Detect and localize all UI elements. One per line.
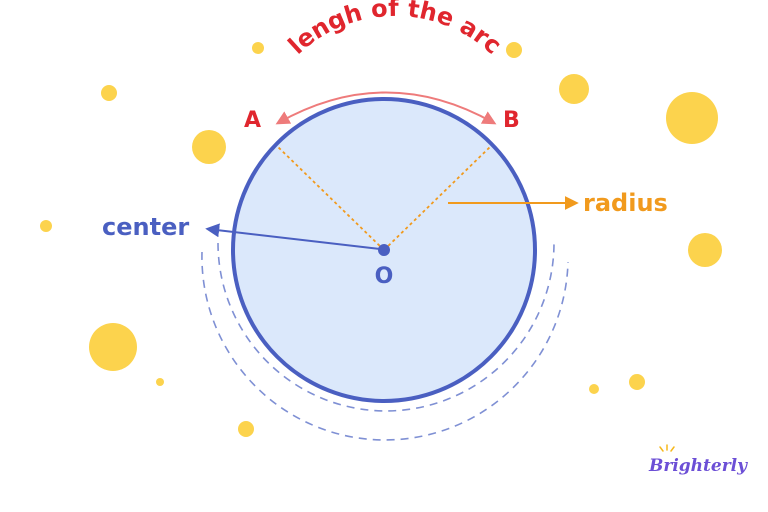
- center-dot: [378, 244, 390, 256]
- logo-text: Brighterly: [648, 456, 748, 476]
- radius-lines: [276, 145, 492, 251]
- decorative-dot: [589, 384, 599, 394]
- point-b-label: B: [503, 108, 520, 133]
- decorative-dot: [666, 92, 718, 144]
- decorative-dot: [40, 220, 52, 232]
- decorative-dot: [156, 378, 164, 386]
- arc-length-label-text: lengh of the arc: [283, 0, 507, 60]
- decorative-dot: [559, 74, 589, 104]
- arc-length-label: lengh of the arc: [283, 0, 507, 60]
- center-arrow: [205, 223, 381, 250]
- radius-to-a: [276, 145, 385, 251]
- arc-length-arrow: [275, 91, 497, 125]
- center-label: center: [102, 213, 189, 241]
- decorative-dot: [89, 323, 137, 371]
- decorative-dot: [688, 233, 722, 267]
- sun-rays-icon: [659, 444, 675, 452]
- decorative-dot: [252, 42, 264, 54]
- dashed-decor-arcs: [201, 242, 569, 441]
- radius-label: radius: [583, 189, 668, 217]
- decorative-dot: [101, 85, 117, 101]
- radius-to-b: [383, 145, 492, 251]
- center-point-label: O: [375, 264, 394, 289]
- decorative-dot: [238, 421, 254, 437]
- point-a-label: A: [244, 108, 261, 133]
- dashed-arc-outer: [201, 251, 569, 441]
- decorative-dot: [506, 42, 522, 58]
- decorative-dots: [40, 42, 722, 437]
- decorative-dot: [192, 130, 226, 164]
- brighterly-logo: Brighterly: [648, 444, 748, 476]
- decorative-dot: [629, 374, 645, 390]
